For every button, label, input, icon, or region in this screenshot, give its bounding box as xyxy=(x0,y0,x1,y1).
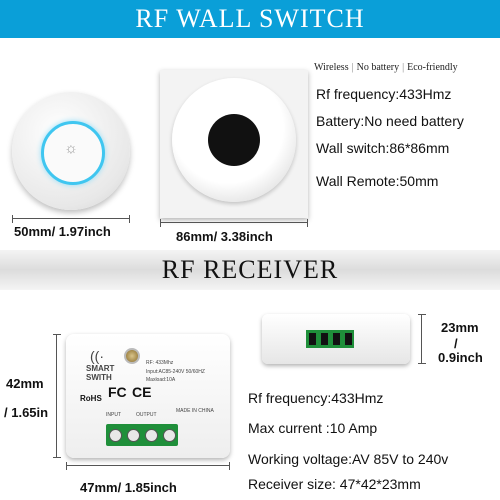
terminal-block xyxy=(106,424,178,446)
receiver-led xyxy=(124,348,140,364)
tag-eco: Eco-friendly xyxy=(407,62,458,73)
switch-sensor xyxy=(208,114,260,166)
switch-spec-frequency: Rf frequency:433Hmz xyxy=(316,86,452,102)
feature-tags: Wireless|No battery|Eco-friendly xyxy=(314,62,458,73)
receiver-spec-current: Max current :10 Amp xyxy=(248,420,378,436)
label-made-in: MADE IN CHINA xyxy=(176,408,214,414)
wall-switch-image xyxy=(160,70,308,218)
side-terminal xyxy=(306,330,354,348)
tag-no-battery: No battery xyxy=(356,62,400,73)
receiver-height-inch: / 1.65in xyxy=(4,405,49,420)
remote-ring xyxy=(41,121,105,185)
receiver-width: 47mm/ 1.85inch xyxy=(80,480,177,495)
label-maxload: Maxload:10A xyxy=(146,377,176,383)
ce-logo: CE xyxy=(132,384,152,400)
switch-dimension: 86mm/ 3.38inch xyxy=(176,229,273,244)
switch-spec-battery: Battery:No need battery xyxy=(316,113,464,129)
receiver-depth: 23mm xyxy=(441,320,479,335)
label-input: Input:AC85-240V 50/60HZ xyxy=(146,369,205,375)
wall-remote-image: ☼ xyxy=(12,92,130,210)
receiver-depth-slash: / xyxy=(454,336,458,351)
switch-spec-remote: Wall Remote:50mm xyxy=(316,173,439,189)
receiver-height: 42mm xyxy=(6,376,44,391)
brand-smart: SMART xyxy=(86,364,115,373)
receiver-spec-size: Receiver size: 47*42*23mm xyxy=(248,476,421,492)
receiver-spec-voltage: Working voltage:AV 85V to 240v xyxy=(248,451,449,467)
receiver-side-image xyxy=(262,314,410,364)
label-output-port: OUTPUT xyxy=(136,412,157,418)
switch-width-line xyxy=(160,219,308,227)
receiver-depth-line xyxy=(418,314,426,364)
banner-rf-receiver: RF RECEIVER xyxy=(0,250,500,290)
receiver-height-line xyxy=(53,334,61,458)
receiver-spec-frequency: Rf frequency:433Hmz xyxy=(248,390,384,406)
receiver-width-line xyxy=(66,462,230,470)
switch-spec-size: Wall switch:86*86mm xyxy=(316,140,450,156)
remote-dimension: 50mm/ 1.97inch xyxy=(14,224,111,239)
label-rf: RF: 433Mhz xyxy=(146,360,174,366)
banner-rf-wall-switch: RF WALL SWITCH xyxy=(0,0,500,38)
receiver-front-image: ((· SMART SWITH RF: 433Mhz Input:AC85-24… xyxy=(66,334,230,458)
remote-width-line xyxy=(12,215,130,223)
rohs-logo: RoHS xyxy=(80,394,102,403)
label-input-port: INPUT xyxy=(106,412,121,418)
receiver-depth-inch: 0.9inch xyxy=(438,350,483,365)
tag-wireless: Wireless xyxy=(314,62,349,73)
fc-logo: FC xyxy=(108,384,127,400)
lightbulb-icon: ☼ xyxy=(64,140,78,157)
wifi-icon: ((· xyxy=(90,348,104,364)
brand-swith: SWITH xyxy=(86,373,112,382)
